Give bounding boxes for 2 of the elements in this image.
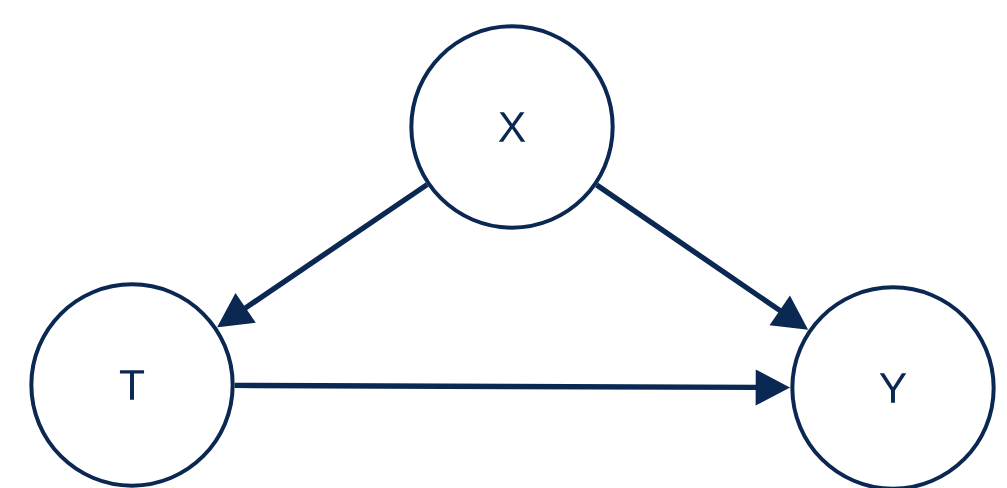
circle-node: X [409, 24, 615, 230]
circle-node: T [29, 282, 235, 488]
